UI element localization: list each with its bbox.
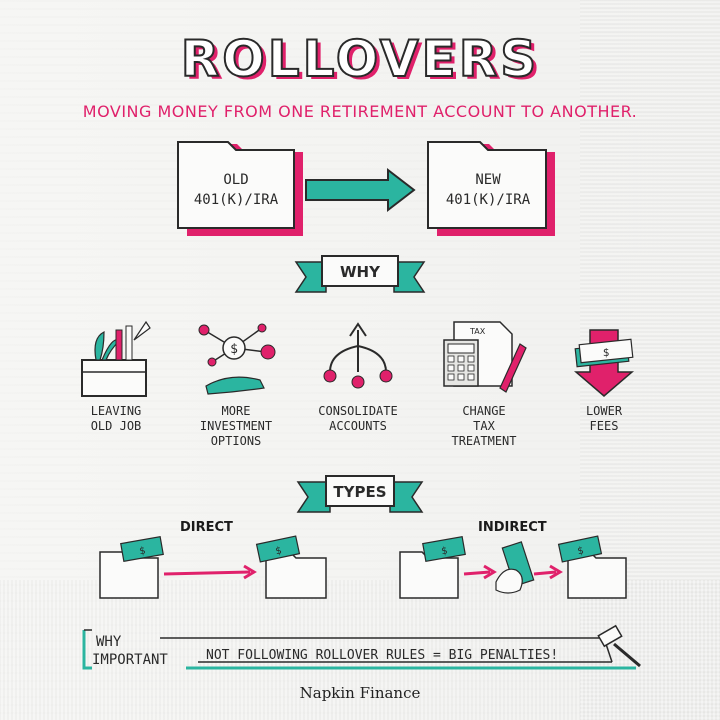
svg-text:$: $ [603, 346, 610, 359]
svg-text:$: $ [441, 546, 449, 558]
direct-rollover-diagram: $ $ [99, 535, 327, 599]
indirect-type-title: INDIRECT [478, 520, 547, 535]
tax-doc-label: TAX [469, 327, 486, 336]
new-folder-line1: NEW [475, 172, 501, 188]
old-folder-line1: OLD [223, 172, 248, 188]
old-account-folder: OLD 401(K)/IRA [177, 141, 303, 236]
types-ribbon: TYPES [296, 475, 424, 513]
investment-network-icon: $ [198, 323, 276, 395]
important-important-label: IMPORTANT [92, 652, 168, 668]
transfer-arrow-icon [305, 167, 416, 213]
new-account-folder: NEW 401(K)/IRA [427, 141, 555, 236]
lower-fees-icon: $ [573, 329, 635, 397]
why-ribbon: WHY [294, 255, 426, 293]
moving-box-icon [81, 320, 151, 397]
important-box [82, 629, 636, 670]
tax-calculator-icon: TAX [443, 321, 527, 393]
types-ribbon-label: TYPES [333, 483, 386, 501]
napkin-emboss-bottom [0, 580, 720, 720]
svg-text:$: $ [576, 545, 584, 557]
svg-text:$: $ [274, 545, 282, 557]
page-title: ROLLOVERS [180, 29, 540, 89]
important-penalties-text: NOT FOLLOWING ROLLOVER RULES = BIG PENAL… [206, 648, 559, 663]
consolidate-arrows-icon [323, 322, 393, 389]
gavel-icon [597, 624, 641, 668]
old-folder-line2: 401(K)/IRA [194, 192, 279, 208]
direct-type-title: DIRECT [180, 520, 233, 535]
svg-text:$: $ [230, 342, 238, 357]
brand-footer: Napkin Finance [299, 684, 421, 702]
indirect-rollover-diagram: $ $ [399, 535, 627, 599]
svg-text:$: $ [139, 546, 147, 558]
page-subtitle: MOVING MONEY FROM ONE RETIREMENT ACCOUNT… [82, 102, 638, 121]
why-ribbon-label: WHY [340, 263, 381, 281]
important-why-label: WHY [96, 634, 122, 650]
new-folder-line2: 401(K)/IRA [446, 192, 531, 208]
